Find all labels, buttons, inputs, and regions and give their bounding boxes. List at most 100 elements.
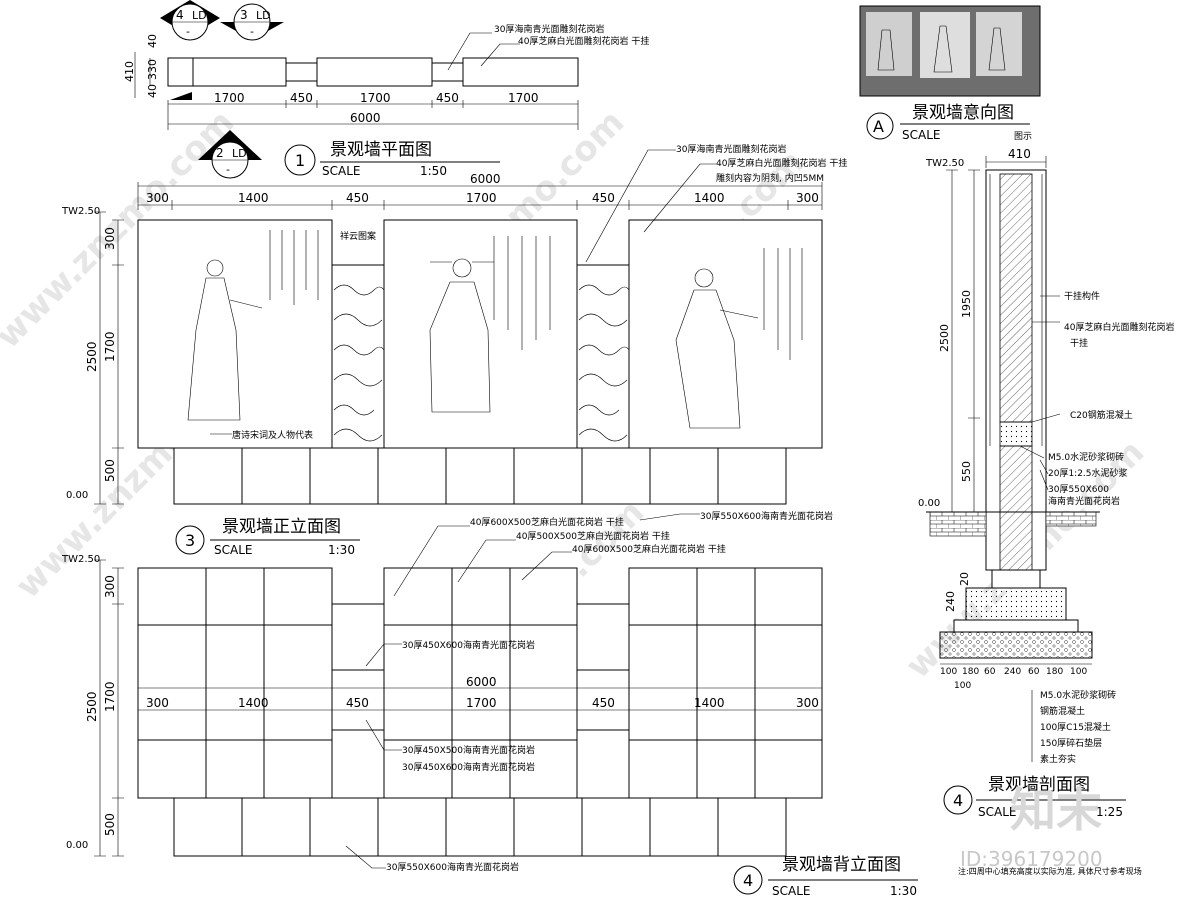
plan-dim: 1700	[214, 91, 245, 105]
section-base-dim: 180	[1046, 667, 1063, 677]
front-vdim: 300	[103, 227, 117, 250]
reference-num: A	[873, 117, 884, 136]
section-marker: 2 LD -	[198, 130, 262, 179]
back-dim: 1400	[694, 696, 725, 710]
front-dim: 300	[796, 191, 819, 205]
plan-vdim: 40	[146, 84, 159, 98]
marker-num: 4	[176, 8, 184, 22]
marker-sheet: LD	[232, 147, 247, 160]
back-dim: 300	[146, 696, 169, 710]
back-callout: 40厚600X500芝麻白光面花岗岩 干挂	[572, 543, 726, 555]
brand-watermark: 知末	[1010, 783, 1102, 837]
front-callout: 30厚550X600海南青光面花岗岩	[700, 510, 833, 522]
plan-dim-total: 6000	[350, 111, 381, 125]
marker-sub: -	[226, 163, 230, 176]
front-dim: 1400	[694, 191, 725, 205]
reference-image: A 景观墙意向图 SCALE 图示	[859, 5, 1041, 142]
front-vdim: 1700	[103, 331, 117, 362]
section-callout: 100厚C15混凝土	[1040, 721, 1111, 733]
marker-num: 3	[240, 8, 248, 22]
section-level: 0.00	[918, 498, 940, 509]
front-dim: 1400	[238, 191, 269, 205]
back-callout: 40厚600X500芝麻白光面花岗岩 干挂	[470, 516, 624, 528]
plan-dim: 450	[436, 91, 459, 105]
plan-callout: 30厚海南青光面雕刻花岗岩	[494, 23, 604, 35]
front-callout: 唐诗宋词及人物代表	[232, 429, 313, 441]
back-vdim-total: 2500	[85, 691, 99, 722]
section-vdim: 2500	[938, 324, 951, 352]
back-dim: 1700	[466, 696, 497, 710]
back-dim: 1400	[238, 696, 269, 710]
front-vdim-total: 2500	[85, 341, 99, 372]
front-scale-label: SCALE	[214, 543, 252, 557]
level-mark: 0.00	[66, 840, 88, 851]
section-callout: 20厚1:2.5水泥砂浆	[1048, 467, 1128, 479]
level-mark: TW2.50	[61, 206, 100, 217]
marker-sub: -	[186, 25, 190, 38]
section-callout: 钢筋混凝土	[1040, 705, 1085, 717]
reference-note: 图示	[1014, 131, 1032, 142]
section-callout: 40厚芝麻白光面雕刻花岗岩	[1064, 321, 1174, 333]
section-view: 410 TW2.50 0.00 1950 2500 550 20 240	[918, 147, 1174, 819]
front-dim: 1700	[466, 191, 497, 205]
front-dim: 450	[346, 191, 369, 205]
front-dim: 300	[146, 191, 169, 205]
section-scale-label: SCALE	[978, 805, 1016, 819]
back-scale-value: 1:30	[890, 884, 917, 898]
section-callout: M5.0水泥砂浆砌砖	[1048, 451, 1124, 463]
front-vdim: 500	[103, 459, 117, 482]
back-dim: 450	[346, 696, 369, 710]
section-callout: M5.0水泥砂浆砌砖	[1040, 689, 1116, 701]
front-total: 6000	[470, 172, 501, 186]
level-mark: 0.00	[66, 490, 88, 501]
front-callout: 祥云图案	[340, 230, 376, 242]
plan-title: 景观墙平面图	[330, 140, 432, 160]
figure-illustration	[675, 248, 803, 429]
section-callout: 海南青光面花岗岩	[1048, 495, 1120, 507]
front-callout: 40厚芝麻白光面雕刻花岗岩 干挂	[716, 157, 847, 169]
level-mark: TW2.50	[61, 554, 100, 565]
marker-num: 2	[216, 146, 224, 160]
marker-sheet: LD	[256, 9, 271, 22]
plan-scale-value: 1:50	[420, 164, 447, 178]
plan-callout: 40厚芝麻白光面雕刻花岗岩 干挂	[518, 35, 649, 47]
back-title: 景观墙背立面图	[782, 855, 901, 875]
section-callout: 干挂构件	[1064, 290, 1100, 302]
plan-dim: 1700	[360, 91, 391, 105]
back-callout: 30厚450X600海南青光面花岗岩	[402, 761, 535, 773]
front-scale-value: 1:30	[328, 543, 355, 557]
plan-dim: 1700	[508, 91, 539, 105]
section-title-num: 4	[953, 791, 963, 810]
plan-vdim: 40	[146, 34, 159, 48]
section-base-dim: 180	[962, 667, 979, 677]
back-dim: 300	[796, 696, 819, 710]
section-marker: 3 LD -	[220, 3, 284, 41]
section-top-dim: 410	[1008, 147, 1031, 161]
figure-illustration	[187, 230, 319, 421]
section-base-dim: 60	[1028, 667, 1040, 677]
plan-dim: 450	[290, 91, 313, 105]
section-vdim: 240	[944, 591, 957, 612]
front-dim: 450	[592, 191, 615, 205]
section-callout: 150厚碎石垫层	[1040, 737, 1102, 749]
back-callout: 30厚450X500海南青光面花岗岩	[402, 744, 535, 756]
front-elevation: 6000 300 1400 450 1700 450 1400 300	[61, 143, 847, 557]
back-title-num: 4	[743, 871, 753, 890]
marker-sheet: LD	[192, 9, 207, 22]
section-vdim: 550	[960, 461, 973, 482]
section-callout: 30厚550X600	[1048, 484, 1109, 495]
plan-view: 1700 450 1700 450 1700 6000 40 330 40 41…	[123, 0, 649, 179]
back-total: 6000	[466, 675, 497, 689]
plan-vdim-total: 410	[123, 61, 136, 82]
marker-sub: -	[250, 25, 254, 38]
reference-title: 景观墙意向图	[912, 103, 1014, 123]
back-vdim: 500	[103, 813, 117, 836]
back-note: 注:四周中心填充高度以实际为准, 具体尺寸参考现场	[958, 866, 1142, 876]
figure-illustration	[429, 236, 551, 413]
section-callout: 干挂	[1070, 337, 1088, 349]
section-scale-value: 1:25	[1096, 805, 1123, 819]
front-callout: 雕刻内容为阴刻, 内凹5MM	[716, 172, 824, 184]
back-callout: 40厚500X500芝麻白光面花岗岩 干挂	[516, 530, 670, 542]
